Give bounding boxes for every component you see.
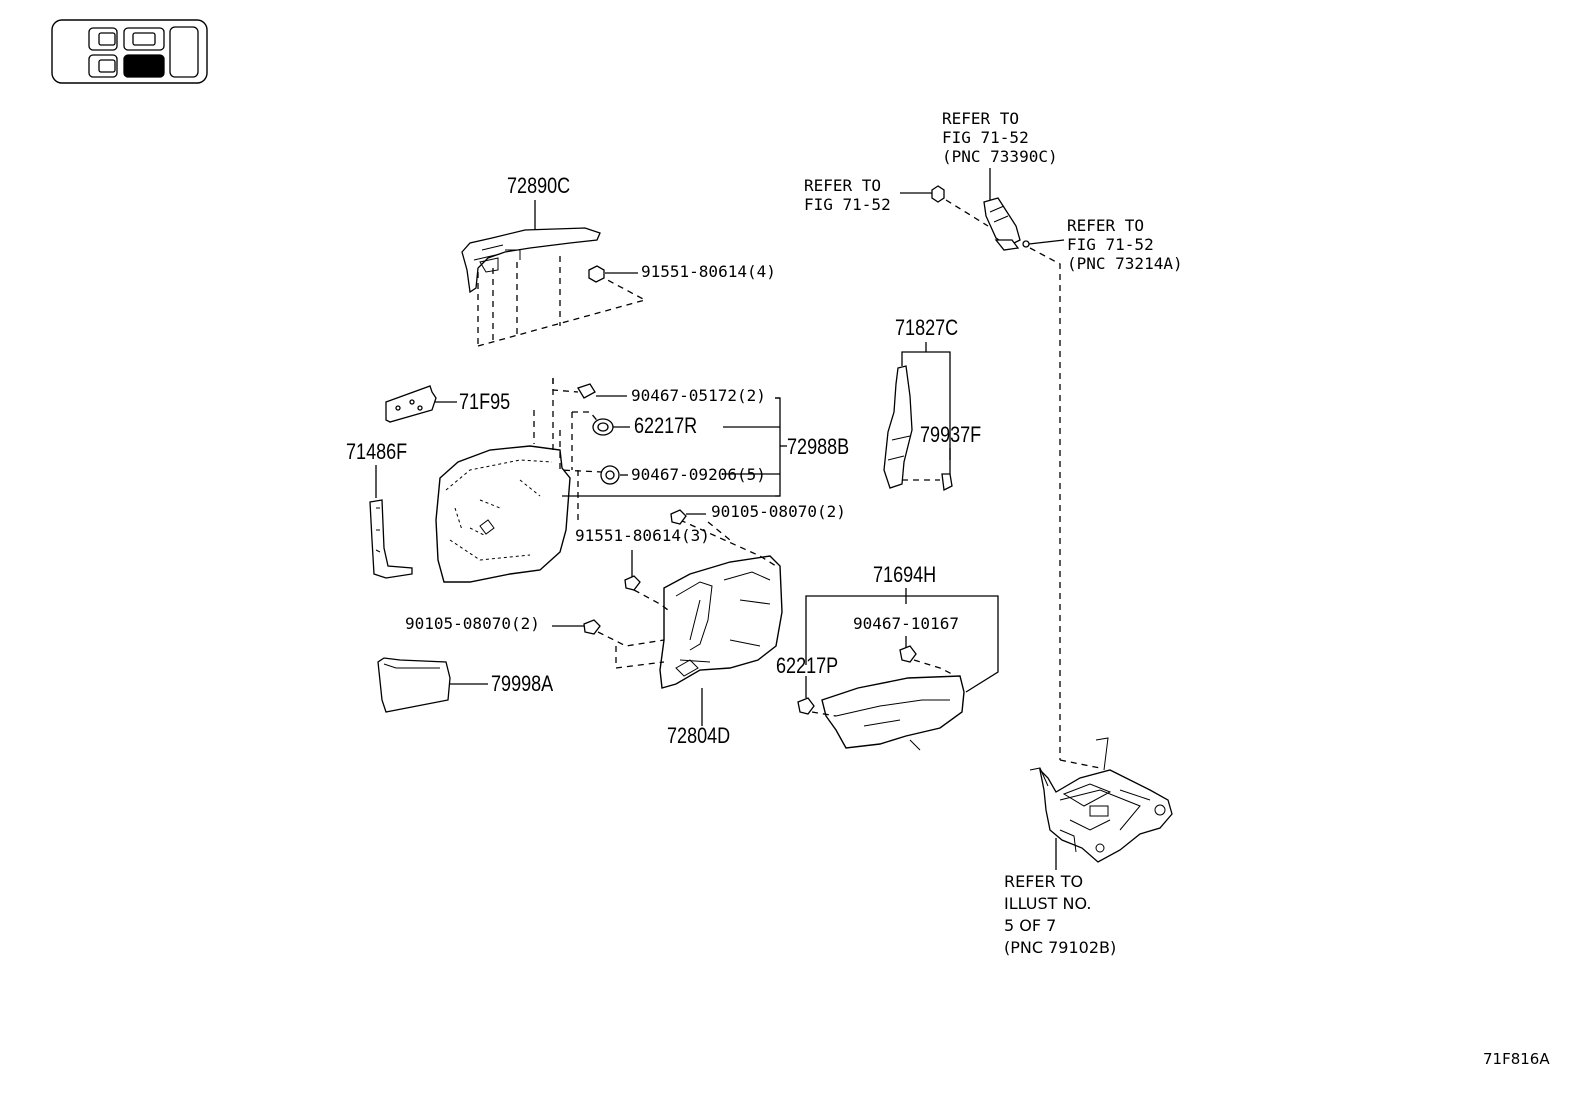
part-71694h-drawing [798, 588, 998, 750]
reference-note-left[interactable]: REFER TO FIG 71-52 [804, 176, 891, 214]
part-number-90105-08070-left[interactable]: 90105-08070(2) [405, 614, 540, 633]
reference-line: REFER TO [942, 109, 1020, 128]
reference-line: REFER TO [804, 176, 882, 195]
reference-note-top[interactable]: REFER TO FIG 71-52 (PNC 73390C) [942, 109, 1058, 166]
part-number-62217r[interactable]: 62217R [634, 413, 698, 438]
part-number-91551-80614-3[interactable]: 91551-80614(3) [575, 526, 710, 545]
reference-line: (PNC 73390C) [942, 147, 1058, 166]
part-number-71486f[interactable]: 71486F [346, 439, 408, 464]
part-seat-belt-drawing [900, 168, 1100, 768]
part-72890c-drawing [462, 200, 645, 346]
reference-line: ILLUST NO. [1004, 894, 1092, 913]
part-number-72890c[interactable]: 72890C [507, 173, 571, 198]
reference-line: 5 OF 7 [1004, 916, 1057, 935]
part-number-90467-10167[interactable]: 90467-10167 [853, 614, 959, 633]
part-79998a-drawing [378, 658, 488, 712]
reference-line: REFER TO [1004, 872, 1084, 891]
reference-line: (PNC 73214A) [1067, 254, 1183, 273]
reference-line: FIG 71-52 [804, 195, 891, 214]
part-71486f-drawing [370, 465, 412, 578]
part-number-90467-05172-2[interactable]: 90467-05172(2) [631, 386, 766, 405]
part-number-79937f[interactable]: 79937F [920, 422, 982, 447]
part-number-71694h[interactable]: 71694H [873, 562, 937, 587]
part-71f95-drawing [386, 386, 457, 422]
reference-line: FIG 71-52 [1067, 235, 1154, 254]
part-number-62217p[interactable]: 62217P [776, 653, 839, 678]
part-number-72804d[interactable]: 72804D [667, 723, 731, 748]
reference-line: REFER TO [1067, 216, 1145, 235]
part-number-79998a[interactable]: 79998A [491, 671, 554, 696]
figure-code: 71F816A [1483, 1050, 1550, 1068]
reference-line: (PNC 79102B) [1004, 938, 1117, 957]
reference-line: FIG 71-52 [942, 128, 1029, 147]
part-72804d-drawing [552, 510, 782, 726]
vehicle-seat-locator-icon [52, 20, 207, 83]
part-number-71827c[interactable]: 71827C [895, 315, 959, 340]
reference-note-right[interactable]: REFER TO FIG 71-52 (PNC 73214A) [1067, 216, 1183, 273]
part-72988b-drawing [436, 378, 787, 582]
part-number-90105-08070-top[interactable]: 90105-08070(2) [711, 502, 846, 521]
reference-note-bottom[interactable]: REFER TO ILLUST NO. 5 OF 7 (PNC 79102B) [1004, 871, 1116, 959]
part-seat-frame-drawing [1030, 738, 1172, 870]
part-number-91551-80614-4[interactable]: 91551-80614(4) [641, 262, 776, 281]
part-number-71f95[interactable]: 71F95 [459, 389, 511, 414]
part-number-72988b[interactable]: 72988B [787, 434, 850, 459]
part-number-90467-09206-5[interactable]: 90467-09206(5) [631, 465, 766, 484]
part-71827c-drawing [884, 342, 952, 490]
